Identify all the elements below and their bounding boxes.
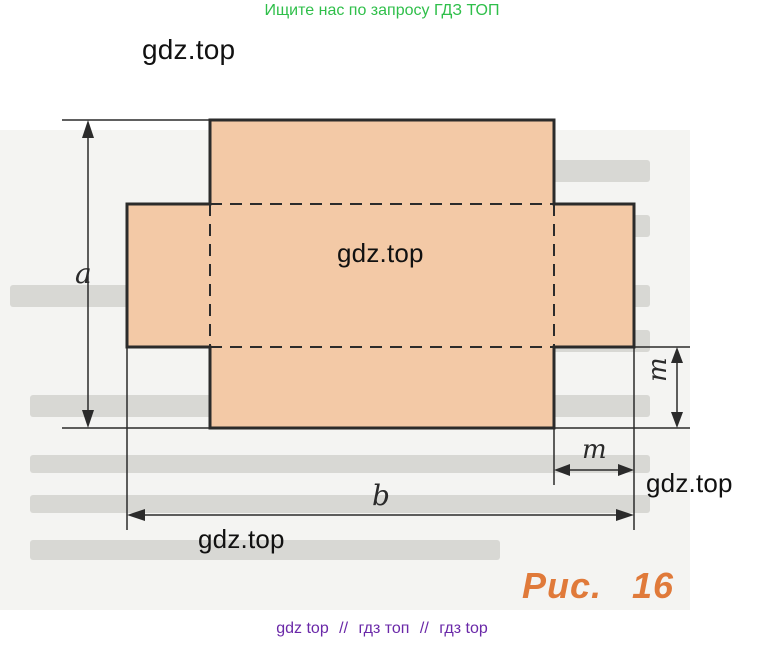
footer-link[interactable]: гдз top bbox=[439, 620, 488, 637]
watermark-text: gdz.top bbox=[142, 34, 236, 65]
watermark-text: gdz.top bbox=[337, 238, 424, 268]
watermark-text: gdz.top bbox=[198, 524, 285, 554]
label-m-horizontal: m bbox=[582, 435, 607, 465]
label-a: a bbox=[75, 257, 92, 290]
fold-lines bbox=[209, 203, 555, 348]
dimension-m-vertical: m bbox=[643, 347, 683, 428]
footer-link[interactable]: гдз топ bbox=[358, 620, 410, 637]
extension-lines bbox=[62, 119, 690, 530]
label-m-vertical: m bbox=[643, 357, 673, 382]
figure-caption-prefix: Рис. bbox=[522, 565, 603, 606]
dimension-m-horizontal: m bbox=[554, 435, 634, 476]
figure-caption-number: 16 bbox=[632, 565, 675, 606]
label-b: b bbox=[372, 479, 390, 512]
search-banner: Ищите нас по запросу ГДЗ ТОП bbox=[264, 2, 500, 19]
watermark-text: gdz.top bbox=[646, 468, 733, 498]
dimension-a: a bbox=[75, 120, 94, 428]
figure-caption: Рис. 16 bbox=[522, 565, 674, 607]
footer-links: gdz top // гдз топ // гдз top bbox=[0, 620, 764, 638]
footer-separator: // bbox=[339, 620, 349, 637]
footer-separator: // bbox=[419, 620, 429, 637]
dimension-b: b bbox=[127, 479, 634, 521]
footer-link[interactable]: gdz top bbox=[276, 620, 329, 637]
